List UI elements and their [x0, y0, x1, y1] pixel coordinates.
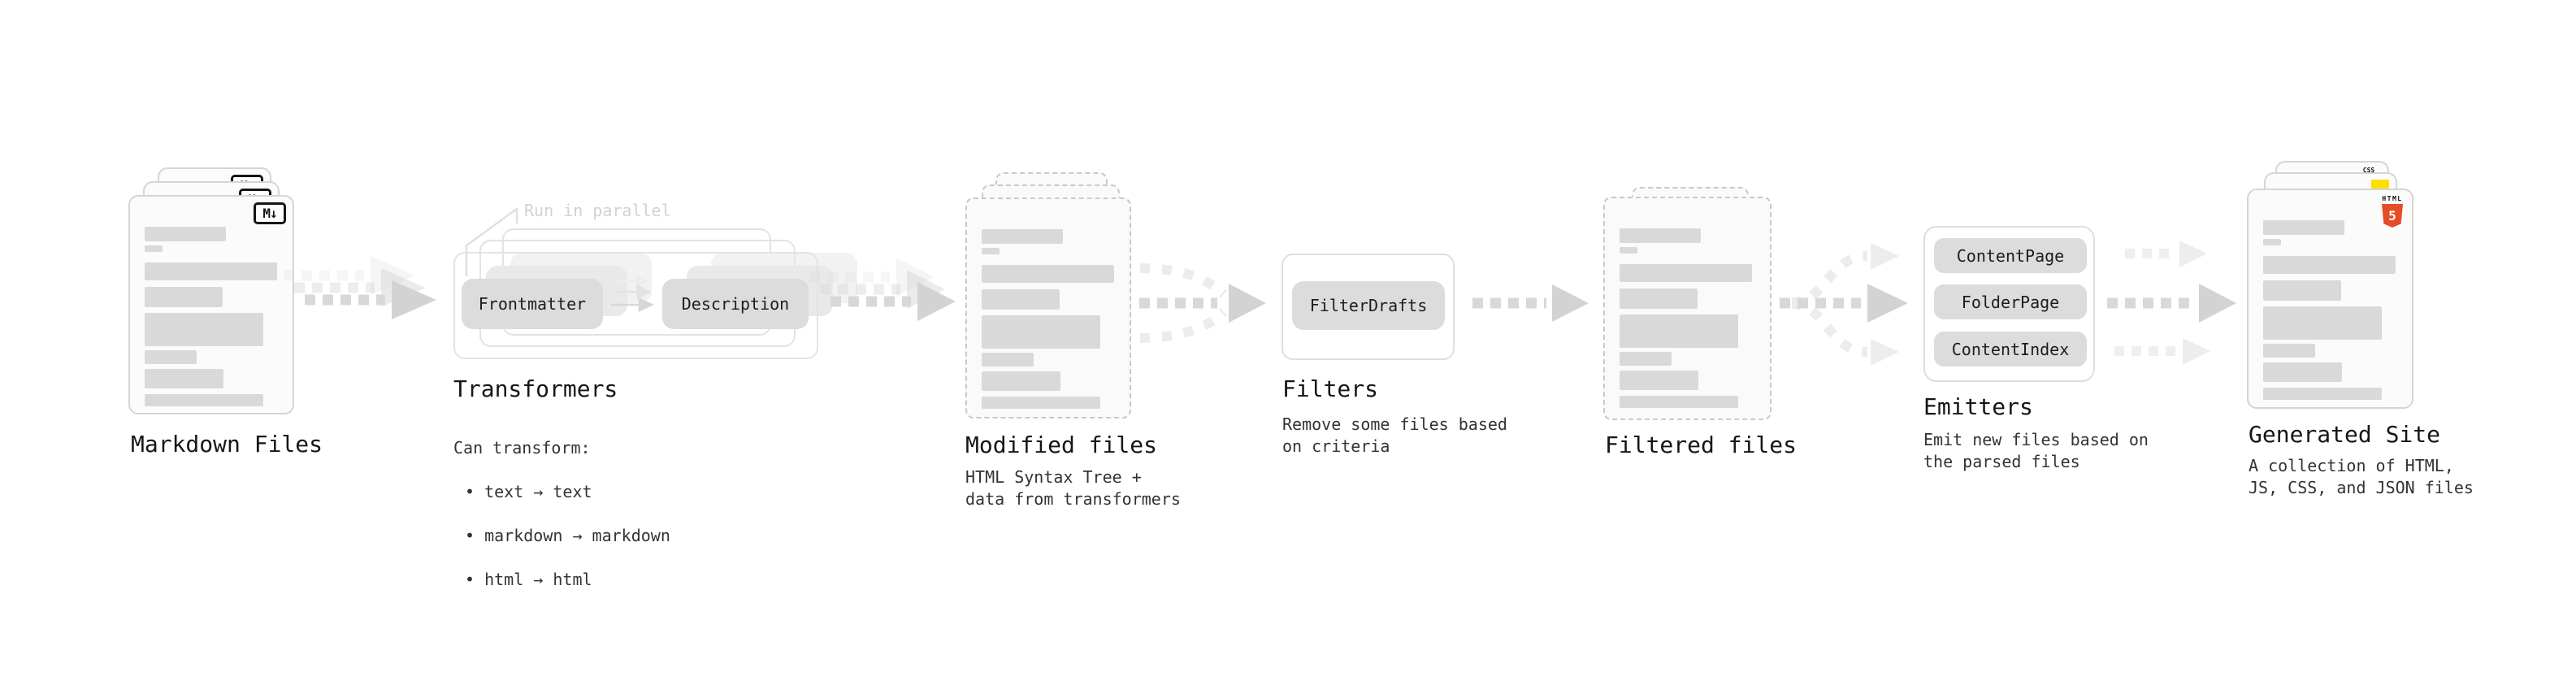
- doc-text-line: [145, 369, 223, 388]
- transformers-label: Transformers: [453, 375, 618, 402]
- doc-text-line: [2263, 256, 2396, 274]
- folderpage-box: FolderPage: [1934, 284, 2087, 319]
- doc-text-line: [145, 313, 263, 346]
- doc-text-line: [982, 265, 1114, 283]
- html5-icon: HTML 5: [2380, 195, 2405, 228]
- filters-description: Remove some files based on criteria: [1282, 414, 1507, 456]
- transformers-desc-heading: Can transform:: [453, 438, 591, 458]
- doc-text-line: [982, 229, 1063, 244]
- markdown-file-card-front: M↓: [128, 195, 294, 414]
- markdown-files-label: Markdown Files: [131, 431, 323, 458]
- transformers-bullet: • markdown → markdown: [465, 526, 670, 545]
- contentindex-box: ContentIndex: [1934, 332, 2087, 367]
- generated-site-label: Generated Site: [2249, 421, 2441, 448]
- frontmatter-box: Frontmatter: [462, 279, 603, 329]
- doc-text-line: [2263, 306, 2382, 340]
- html5-icon-word: HTML: [2382, 195, 2403, 202]
- js-icon: [2371, 180, 2389, 189]
- doc-text-line: [2263, 388, 2382, 400]
- filters-label: Filters: [1282, 375, 1379, 402]
- doc-text-line: [982, 248, 1000, 254]
- doc-text-line: [2263, 239, 2281, 245]
- arrow-filtered-to-emitters: [1780, 243, 1908, 366]
- contentpage-box: ContentPage: [1934, 238, 2087, 273]
- doc-text-line: [1620, 228, 1701, 243]
- doc-text-line: [982, 315, 1100, 349]
- doc-text-line: [982, 397, 1100, 409]
- transformer-container-front: [453, 252, 818, 359]
- transformers-description: Can transform: • text → text • markdown …: [453, 415, 670, 613]
- doc-text-line: [145, 287, 223, 307]
- doc-text-line: [982, 371, 1060, 391]
- arrow-markdown-to-transformers: [284, 256, 436, 319]
- transformers-bullet: • text → text: [465, 482, 592, 501]
- emitters-label: Emitters: [1923, 393, 2033, 420]
- modified-file-card-front: [965, 197, 1131, 419]
- arrow-modified-to-filters: [1139, 263, 1266, 343]
- doc-text-line: [982, 353, 1034, 367]
- modified-files-label: Modified files: [965, 432, 1158, 458]
- doc-skeleton-text: [145, 227, 277, 406]
- doc-text-line: [2263, 280, 2341, 301]
- generated-file-card-front: HTML 5: [2247, 189, 2413, 409]
- generated-site-description: A collection of HTML, JS, CSS, and JSON …: [2249, 456, 2474, 497]
- arrow-emitters-to-generated: [2107, 241, 2236, 365]
- doc-text-line: [1620, 371, 1698, 390]
- emitters-description: Emit new files based on the parsed files: [1923, 430, 2149, 471]
- doc-text-line: [1620, 396, 1738, 408]
- doc-text-line: [145, 245, 163, 252]
- doc-text-line: [2263, 362, 2342, 382]
- filtered-file-card-front: [1603, 197, 1772, 420]
- doc-text-line: [2263, 220, 2344, 235]
- doc-text-line: [1620, 314, 1738, 348]
- doc-skeleton-text: [2263, 220, 2396, 400]
- arrow-filters-to-filtered: [1472, 284, 1589, 322]
- doc-skeleton-text: [982, 229, 1114, 409]
- transformers-bullet: • html → html: [465, 570, 592, 589]
- doc-text-line: [1620, 247, 1637, 254]
- run-in-parallel-note: Run in parallel: [524, 201, 671, 220]
- doc-skeleton-text: [1620, 228, 1752, 408]
- doc-text-line: [982, 289, 1060, 310]
- doc-text-line: [145, 394, 263, 406]
- doc-text-line: [1620, 288, 1698, 309]
- html5-icon-shield: 5: [2382, 204, 2403, 228]
- doc-text-line: [2263, 344, 2315, 358]
- description-box: Description: [662, 279, 809, 329]
- doc-text-line: [145, 227, 226, 241]
- doc-text-line: [1620, 264, 1752, 282]
- filtered-files-label: Filtered files: [1605, 432, 1798, 458]
- doc-text-line: [145, 262, 277, 280]
- doc-text-line: [1620, 352, 1672, 366]
- doc-text-line: [145, 350, 197, 364]
- modified-files-description: HTML Syntax Tree + data from transformer…: [965, 467, 1181, 509]
- filterdrafts-box: FilterDrafts: [1292, 281, 1445, 330]
- markdown-icon: M↓: [254, 202, 286, 224]
